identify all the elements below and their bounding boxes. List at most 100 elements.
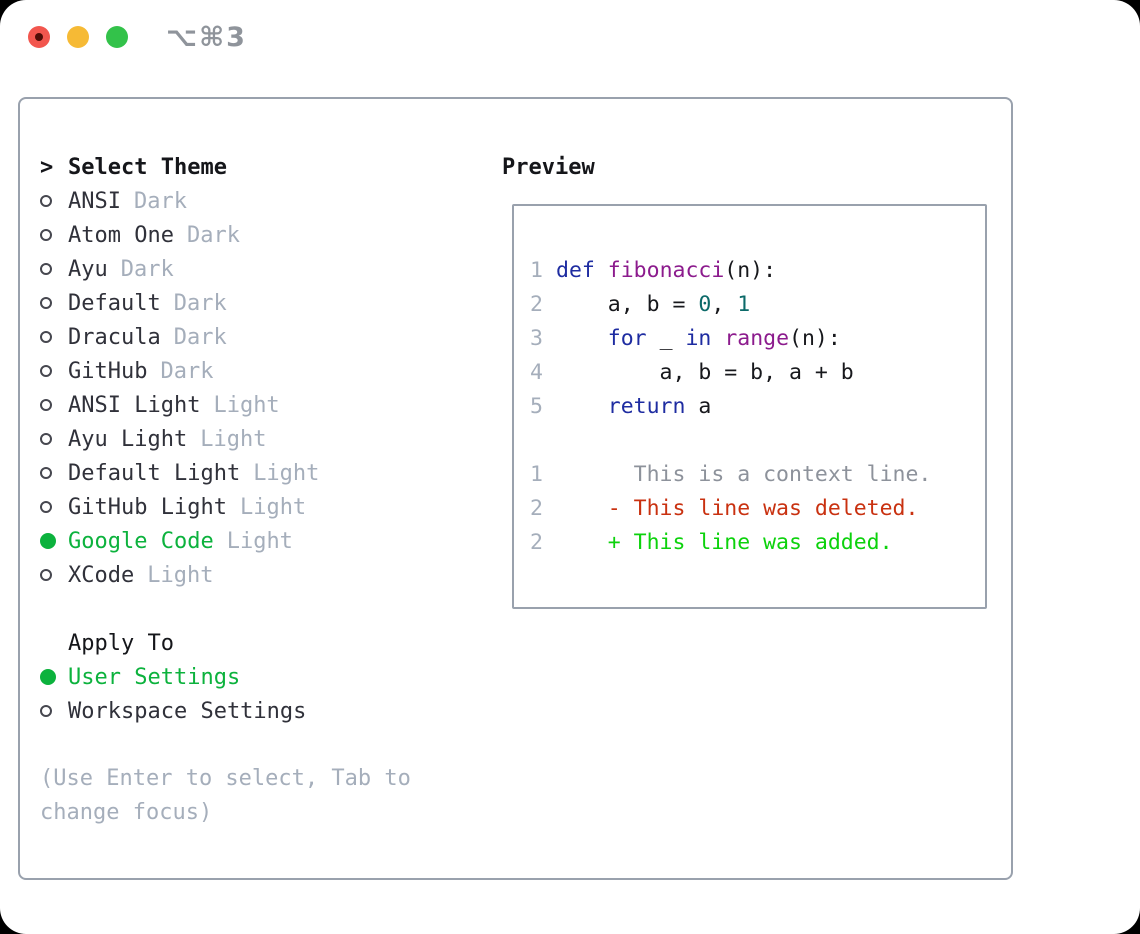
help-text: (Use Enter to select, Tab to change focu… xyxy=(40,766,411,825)
apply-to-title: Apply To xyxy=(68,630,174,656)
radio-selected-icon xyxy=(40,669,68,685)
theme-option[interactable]: Dracula Dark xyxy=(40,320,472,354)
apply-to-option[interactable]: Workspace Settings xyxy=(40,694,472,728)
line-number: 3 xyxy=(530,325,543,351)
apply-to-header: Apply To xyxy=(40,626,472,660)
theme-variant-badge: Dark xyxy=(160,358,214,384)
minimize-button[interactable] xyxy=(67,26,89,48)
radio-icon xyxy=(40,365,68,377)
radio-icon xyxy=(40,195,52,207)
theme-option-label: XCode xyxy=(68,562,135,588)
radio-icon xyxy=(40,569,52,581)
select-theme-title: Select Theme xyxy=(68,154,227,180)
theme-option-label: Default xyxy=(68,290,161,316)
theme-option-label: Atom One xyxy=(68,222,174,248)
line-number: 2 xyxy=(530,291,543,317)
diff-text: + This line was added. xyxy=(556,529,893,555)
code-line: 1 def fibonacci(n): xyxy=(530,253,931,287)
code-text: for _ in range(n): xyxy=(607,325,841,351)
diff-line-context: 1 This is a context line. xyxy=(530,457,931,491)
theme-variant-badge: Light xyxy=(226,528,293,554)
theme-variant-badge: Dark xyxy=(173,290,227,316)
theme-option[interactable]: ANSI Dark xyxy=(40,184,472,218)
apply-to-option[interactable]: User Settings xyxy=(40,660,472,694)
diff-line-added: 2 + This line was added. xyxy=(530,525,931,559)
code-text: a, b = b, a + b xyxy=(556,359,854,385)
radio-icon xyxy=(40,297,52,309)
line-number: 2 xyxy=(530,495,543,521)
radio-icon xyxy=(40,433,52,445)
line-number: 1 xyxy=(530,257,543,283)
spacer xyxy=(40,592,472,626)
spacer xyxy=(530,423,931,457)
line-number: 1 xyxy=(530,461,543,487)
diff-text: - This line was deleted. xyxy=(556,495,919,521)
radio-icon xyxy=(40,331,52,343)
theme-variant-badge: Light xyxy=(239,494,307,520)
theme-option-label: GitHub xyxy=(68,358,148,384)
theme-option-label: Google Code xyxy=(68,528,214,554)
close-button[interactable] xyxy=(28,26,50,48)
radio-icon xyxy=(40,501,52,513)
code-text: def fibonacci(n): xyxy=(556,257,777,283)
theme-option[interactable]: GitHub Dark xyxy=(40,354,472,388)
radio-icon xyxy=(40,569,68,581)
radio-icon xyxy=(40,705,68,717)
radio-icon xyxy=(40,263,52,275)
theme-option[interactable]: Google Code Light xyxy=(40,524,472,558)
radio-selected-icon xyxy=(40,669,56,685)
code-line: 2 a, b = 0, 1 xyxy=(530,287,931,321)
theme-option-label: Dracula xyxy=(68,324,161,350)
theme-variant-badge: Dark xyxy=(120,256,174,282)
theme-variant-badge: Dark xyxy=(173,324,227,350)
spacer xyxy=(40,728,472,762)
radio-icon xyxy=(40,705,52,717)
theme-variant-badge: Light xyxy=(253,460,320,486)
theme-variant-badge: Dark xyxy=(133,188,187,214)
theme-option[interactable]: Default Dark xyxy=(40,286,472,320)
title-bar: ⌥⌘3 xyxy=(0,0,1140,75)
theme-option-label: ANSI Light xyxy=(68,392,201,418)
radio-icon xyxy=(40,399,52,411)
theme-variant-badge: Light xyxy=(213,392,280,418)
preview-title: Preview xyxy=(502,154,595,180)
apply-to-option-label: Workspace Settings xyxy=(68,698,307,724)
zoom-button[interactable] xyxy=(106,26,128,48)
radio-icon xyxy=(40,331,68,343)
theme-option-label: GitHub Light xyxy=(68,494,227,520)
theme-option-label: ANSI xyxy=(68,188,121,214)
theme-variant-badge: Dark xyxy=(186,222,240,248)
theme-option[interactable]: GitHub Light Light xyxy=(40,490,472,524)
radio-icon xyxy=(40,467,68,479)
code-line: 3 for _ in range(n): xyxy=(530,321,931,355)
radio-icon xyxy=(40,467,52,479)
theme-option[interactable]: Default Light Light xyxy=(40,456,472,490)
line-number: 5 xyxy=(530,393,543,419)
radio-icon xyxy=(40,399,68,411)
theme-option[interactable]: ANSI Light Light xyxy=(40,388,472,422)
radio-icon xyxy=(40,297,68,309)
radio-icon xyxy=(40,433,68,445)
theme-option-label: Default Light xyxy=(68,460,241,486)
radio-selected-icon xyxy=(40,533,68,549)
radio-icon xyxy=(40,229,52,241)
radio-icon xyxy=(40,195,68,207)
code-text: a, b = 0, 1 xyxy=(556,291,751,317)
diff-lines: 1 This is a context line. 2 - This line w… xyxy=(530,457,931,559)
diff-text: This is a context line. xyxy=(556,461,932,487)
radio-icon xyxy=(40,229,68,241)
theme-variant-badge: Light xyxy=(200,426,267,452)
theme-option[interactable]: Atom One Dark xyxy=(40,218,472,252)
window-title: ⌥⌘3 xyxy=(166,22,247,53)
code-line: 5 return a xyxy=(530,389,931,423)
